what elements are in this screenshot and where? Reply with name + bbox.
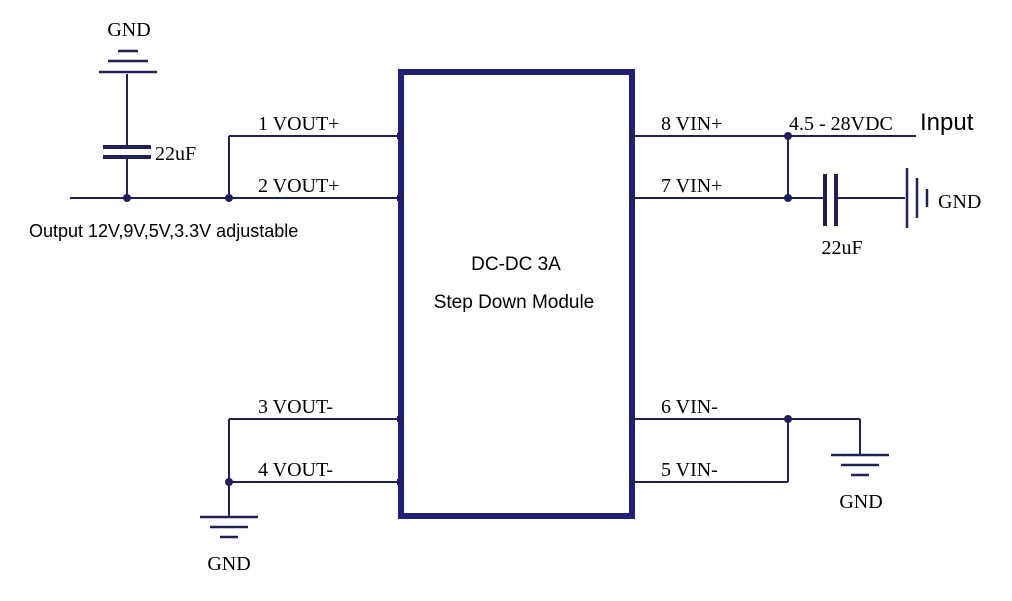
capacitor-icon xyxy=(103,74,151,198)
output-voltage-note: Output 12V,9V,5V,3.3V adjustable xyxy=(29,221,298,241)
left-pin-wires xyxy=(70,135,401,483)
pin-label-4: 4 VOUT- xyxy=(258,459,333,481)
input-label: Input xyxy=(920,109,974,136)
gnd-label-bottom-right: GND xyxy=(839,491,882,513)
cap-input-label: 22uF xyxy=(821,237,862,259)
gnd-label-bottom-left: GND xyxy=(207,553,250,575)
pin-label-1: 1 VOUT+ xyxy=(258,113,339,135)
module-subtitle: Step Down Module xyxy=(434,292,595,313)
ground-icon xyxy=(831,453,889,477)
pin-label-6: 6 VIN- xyxy=(661,396,718,418)
pin-label-7: 7 VIN+ xyxy=(661,175,722,197)
module-title: DC-DC 3A xyxy=(471,254,561,275)
ground-icon xyxy=(200,482,258,539)
pin-label-5: 5 VIN- xyxy=(661,459,718,481)
pin-label-8: 8 VIN+ xyxy=(661,113,722,135)
pin-label-2: 2 VOUT+ xyxy=(258,175,339,197)
pin-label-3: 3 VOUT- xyxy=(258,396,333,418)
ground-icon xyxy=(99,49,157,74)
ground-icon xyxy=(905,168,929,228)
input-voltage-range: 4.5 - 28VDC xyxy=(789,113,893,135)
right-pin-wires xyxy=(632,135,916,483)
gnd-label-top-left: GND xyxy=(107,19,150,41)
capacitor-icon xyxy=(823,174,905,226)
cap-output-label: 22uF xyxy=(155,143,196,165)
module-box xyxy=(398,69,635,519)
gnd-label-right: GND xyxy=(938,191,981,213)
